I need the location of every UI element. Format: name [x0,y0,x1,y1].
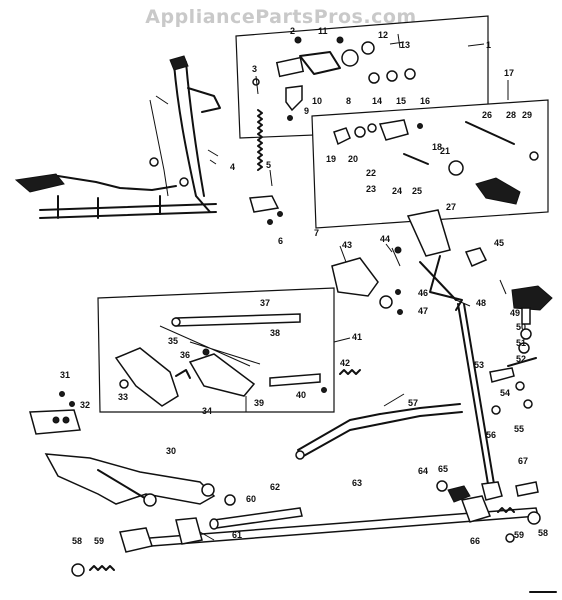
callout-20: 20 [348,154,358,164]
callout-56: 56 [486,430,496,440]
callout-63: 63 [352,478,362,488]
callout-30: 30 [166,446,176,456]
callout-46: 46 [418,288,428,298]
plate-and-bracket [29,391,216,507]
callout-9: 9 [304,106,309,116]
callout-50: 50 [516,322,526,332]
callout-52: 52 [516,354,526,364]
callout-49: 49 [510,308,520,318]
callout-8: 8 [346,96,351,106]
callout-55: 55 [514,424,524,434]
callout-38: 38 [270,328,280,338]
callout-16: 16 [420,96,430,106]
callout-41: 41 [352,332,362,342]
callout-53: 53 [474,360,484,370]
callout-51: 51 [516,338,526,348]
callout-58: 58 [72,536,82,546]
callout-32: 32 [80,400,90,410]
part-43-45 [331,246,488,315]
callout-47: 47 [418,306,428,316]
callout-18: 18 [432,142,442,152]
callout-3: 3 [252,64,257,74]
callout-19: 19 [326,154,336,164]
callout-11: 11 [318,26,328,36]
callout-44: 44 [380,234,390,244]
callout-5: 5 [266,160,271,170]
callout-57: 57 [408,398,418,408]
callout-7: 7 [314,228,319,238]
callout-4: 4 [230,162,235,172]
inset-41-parts [114,313,361,412]
callout-48: 48 [476,298,486,308]
callout-65: 65 [438,464,448,474]
callout-60: 60 [246,494,256,504]
callout-15: 15 [396,96,406,106]
leader-lines [255,43,509,407]
callout-40: 40 [296,390,306,400]
knob-49-assembly [489,285,553,415]
callout-23: 23 [366,184,376,194]
callout-25: 25 [412,186,422,196]
callout-61: 61 [232,530,242,540]
callout-2: 2 [290,26,295,36]
callout-31: 31 [60,370,70,380]
callout-64: 64 [418,466,428,476]
callout-21: 21 [440,146,450,156]
watermark: AppliancePartsPros.com [145,6,417,28]
callout-58b: 58 [538,528,548,538]
callout-12: 12 [378,30,388,40]
inset-1-parts [252,33,416,121]
callout-66: 66 [470,536,480,546]
callout-43: 43 [342,240,352,250]
inset-17-parts [333,119,539,205]
callout-37: 37 [260,298,270,308]
callout-labels: 1 2 3 4 5 6 7 8 9 10 11 12 13 14 15 16 1… [60,26,548,546]
callout-26: 26 [482,110,492,120]
callout-67: 67 [518,456,528,466]
callout-10: 10 [312,96,322,106]
callout-29: 29 [522,110,532,120]
callout-1: 1 [486,40,491,50]
spring-and-bracket [249,109,283,225]
callout-14: 14 [372,96,382,106]
callout-34: 34 [202,406,212,416]
lever-48-assembly [406,209,503,501]
callout-28: 28 [506,110,516,120]
callout-62: 62 [270,482,280,492]
callout-35: 35 [168,336,178,346]
callout-27: 27 [446,202,456,212]
callout-33: 33 [118,392,128,402]
machine-frame-assembly [14,55,221,219]
link-57 [297,403,463,459]
callout-24: 24 [392,186,402,196]
callout-6: 6 [278,236,283,246]
callout-22: 22 [366,168,376,178]
callout-13: 13 [400,40,410,50]
callout-39: 39 [254,398,264,408]
callout-42: 42 [340,358,350,368]
callout-17: 17 [504,68,514,78]
shafts [71,480,541,577]
callout-54: 54 [500,388,510,398]
callout-59b: 59 [514,530,524,540]
callout-36: 36 [180,350,190,360]
callout-45: 45 [494,238,504,248]
callout-59: 59 [94,536,104,546]
